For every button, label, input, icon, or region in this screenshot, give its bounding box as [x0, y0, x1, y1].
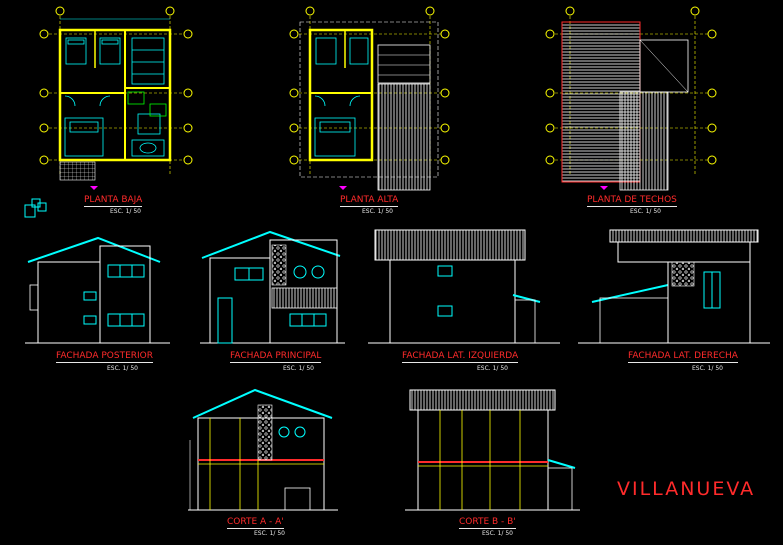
brand-title: VILLANUEVA	[617, 478, 756, 500]
title-fachada-principal: FACHADA PRINCIPAL	[230, 351, 322, 363]
scale-fachada-lat-izq: ESC. 1/ 50	[477, 365, 508, 372]
title-corte-a: CORTE A - A'	[227, 517, 284, 529]
scale-planta-techos: ESC. 1/ 50	[630, 208, 661, 215]
scale-planta-alta: ESC. 1/ 50	[362, 208, 393, 215]
scale-fachada-principal: ESC. 1/ 50	[283, 365, 314, 372]
title-planta-techos: PLANTA DE TECHOS	[587, 195, 677, 207]
scale-fachada-lat-der: ESC. 1/ 50	[692, 365, 723, 372]
elev-rear	[25, 236, 170, 344]
plan-roof	[545, 6, 717, 191]
elev-right	[578, 229, 770, 344]
north-symbol	[24, 198, 47, 218]
plan-ground-floor	[39, 6, 193, 190]
title-planta-alta: PLANTA ALTA	[340, 195, 399, 207]
elev-front	[200, 230, 345, 344]
title-planta-baja: PLANTA BAJA	[84, 195, 143, 207]
elev-left	[368, 229, 560, 344]
title-fachada-lat-izq: FACHADA LAT. IZQUIERDA	[402, 351, 519, 363]
section-a	[188, 388, 338, 511]
title-corte-b: CORTE B - B'	[459, 517, 516, 529]
section-b	[405, 389, 580, 511]
title-fachada-lat-der: FACHADA LAT. DERECHA	[628, 351, 738, 363]
plan-upper-floor	[289, 6, 450, 191]
scale-planta-baja: ESC. 1/ 50	[110, 208, 141, 215]
scale-corte-b: ESC. 1/ 50	[482, 530, 513, 537]
title-fachada-posterior: FACHADA POSTERIOR	[56, 351, 154, 363]
scale-fachada-posterior: ESC. 1/ 50	[107, 365, 138, 372]
scale-corte-a: ESC. 1/ 50	[254, 530, 285, 537]
